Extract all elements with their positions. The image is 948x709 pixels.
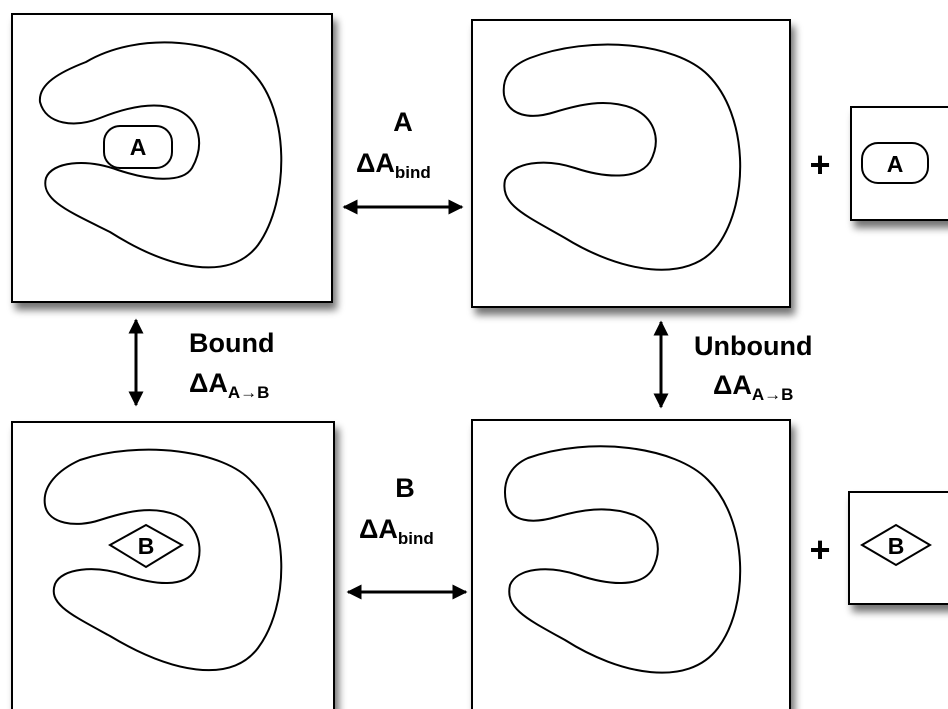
bottom-delta-label: ΔAbind <box>359 514 434 548</box>
top-delta-sub: bind <box>395 163 431 182</box>
free-ligand-b-label: B <box>888 533 905 559</box>
receptor-pocket-shape <box>38 41 283 269</box>
right-delta: ΔA <box>713 370 752 400</box>
receptor-pocket-shape <box>43 448 283 672</box>
free-ligand-a-label: A <box>887 151 904 177</box>
ligand-a-shape <box>103 125 173 169</box>
left-state-label: Bound <box>189 328 274 358</box>
label-left-bound: Bound ΔAA→B <box>189 328 274 402</box>
label-bottom-binding: B ΔAbind <box>359 473 434 548</box>
top-delta: ΔA <box>356 148 395 178</box>
panel-bound-a: A <box>11 13 333 303</box>
right-delta-label: ΔAA→B <box>713 370 793 404</box>
ligand-b-shape <box>108 523 184 569</box>
left-delta-sub: A→B <box>228 383 270 402</box>
label-top-binding: A ΔAbind <box>356 107 431 182</box>
right-delta-sub: A→B <box>752 385 794 404</box>
bottom-ligand-label: B <box>395 473 415 503</box>
label-right-unbound: Unbound ΔAA→B <box>694 331 812 404</box>
plus-sign-top: + <box>809 144 830 185</box>
receptor-pocket-shape <box>502 43 742 271</box>
top-delta-label: ΔAbind <box>356 148 431 182</box>
panel-unbound-top <box>471 19 791 308</box>
plus-sign-bottom: + <box>809 529 830 570</box>
ligand-b-label: B <box>138 533 155 559</box>
top-ligand-label: A <box>393 107 413 137</box>
bottom-delta-sub: bind <box>398 529 434 548</box>
receptor-pocket-shape <box>504 445 742 674</box>
ligand-a-label: A <box>130 134 147 160</box>
right-state-label: Unbound <box>694 331 812 361</box>
free-ligand-b-box: B <box>848 491 948 605</box>
left-delta-label: ΔAA→B <box>189 368 269 402</box>
left-delta: ΔA <box>189 368 228 398</box>
panel-unbound-bottom <box>471 419 791 709</box>
panel-bound-b: B <box>11 421 335 709</box>
free-ligand-a-box: A <box>850 106 948 221</box>
ligand-b-shape <box>860 523 932 567</box>
ligand-a-shape <box>861 142 929 184</box>
bottom-delta: ΔA <box>359 514 398 544</box>
